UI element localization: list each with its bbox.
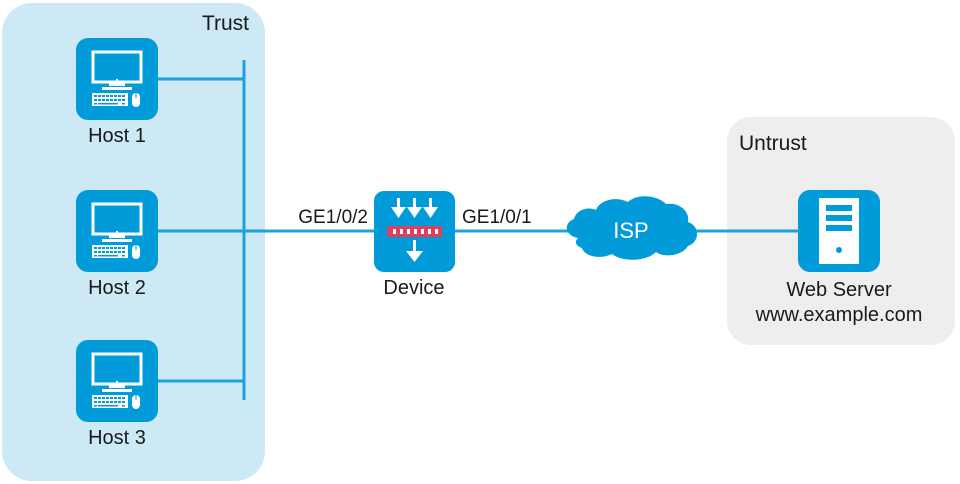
links <box>158 60 798 400</box>
interface-label-ge1-0-2: GE1/0/2 <box>298 207 368 228</box>
cloud-icon <box>566 196 697 260</box>
host-label: Host 1 <box>88 125 146 147</box>
host-2[interactable]: Host 2 <box>76 190 158 299</box>
device[interactable]: Device <box>374 191 455 299</box>
host-1[interactable]: Host 1 <box>76 38 158 147</box>
arrow-down-icons <box>391 198 438 262</box>
interface-label-ge1-0-1: GE1/0/1 <box>462 207 532 228</box>
device-label: Device <box>383 277 444 299</box>
server-url: www.example.com <box>755 304 923 326</box>
host-3[interactable]: Host 3 <box>76 340 158 449</box>
untrust-zone-label: Untrust <box>739 132 807 155</box>
server-label: Web Server <box>786 279 892 301</box>
host-label: Host 2 <box>88 277 146 299</box>
isp-cloud[interactable]: ISP <box>566 196 697 260</box>
web-server[interactable]: Web Server www.example.com <box>755 190 923 326</box>
isp-label: ISP <box>613 218 648 243</box>
trust-zone-label: Trust <box>202 12 249 35</box>
host-label: Host 3 <box>88 427 146 449</box>
